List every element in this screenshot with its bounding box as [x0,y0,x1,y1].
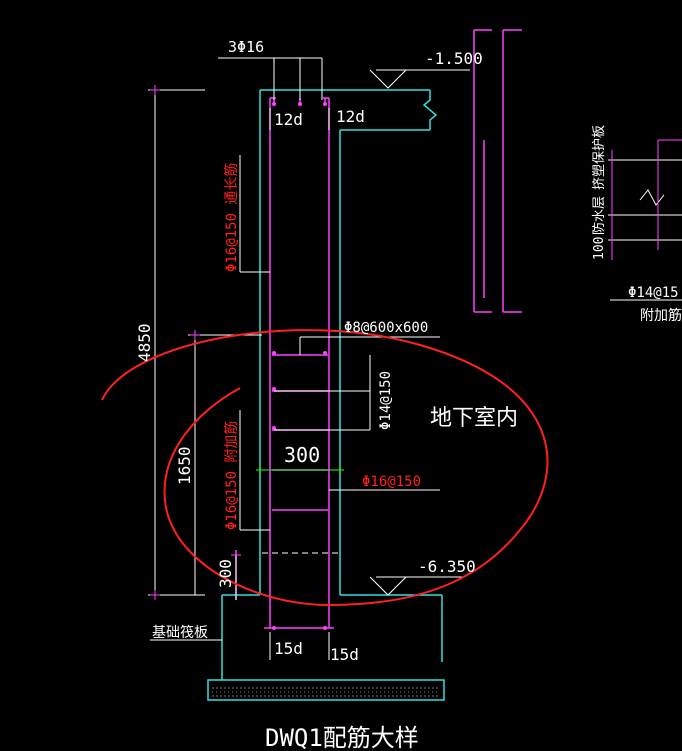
footing-height-label: 300 [216,559,235,588]
frame-lines [473,29,522,313]
inner-vertical-label: Φ16@150 [362,474,421,490]
drawing-title: DWQ1配筋大样 [265,724,419,751]
top-bars-label: 3Φ16 [228,38,264,56]
dimension-ticks [150,85,241,600]
side-protect-label: 挤塑保护板 [592,125,607,190]
side-waterproof-label: 防水层 [591,196,607,235]
lap-left-top: 12d [274,110,303,129]
raft-label: 基础筏板 [152,624,208,641]
side-detail-magenta [611,139,682,260]
tie-bars-label: Φ8@600x600 [344,320,428,336]
indoor-label: 地下室内 [430,406,518,431]
lap-right-top: 12d [336,107,365,126]
height-additional-label: 1650 [175,446,194,485]
top-elevation-label: -1.500 [425,49,483,68]
wall-thickness-dim [256,465,344,475]
slab-hatch [212,687,440,697]
rebars [235,97,334,629]
side-dim-label: 100 [592,237,607,260]
side-bar-label: Φ14@15 [628,285,679,301]
rebar-dots [272,102,327,630]
labels: 3Φ16 -1.500 12d 12d Φ8@600x600 地下室内 Φ14@… [135,38,682,751]
side-detail [608,159,682,301]
revision-cloud [101,329,549,607]
bottom-elevation-label: -6.350 [418,557,476,576]
horizontal-bars-label: Φ14@150 [378,371,394,430]
wall-outline [207,89,445,701]
lap-left-bottom: 15d [274,639,303,658]
wall-thickness-label: 300 [284,443,320,467]
outer-additional-label: Φ16@150 附加筋 [223,421,240,530]
dimension-lines [148,57,470,660]
outer-vertical-label: Φ16@150 通长筋 [223,163,240,272]
side-bar-name: 附加筋 [640,307,682,324]
height-total-label: 4850 [135,323,154,362]
lap-right-bottom: 15d [330,645,359,664]
